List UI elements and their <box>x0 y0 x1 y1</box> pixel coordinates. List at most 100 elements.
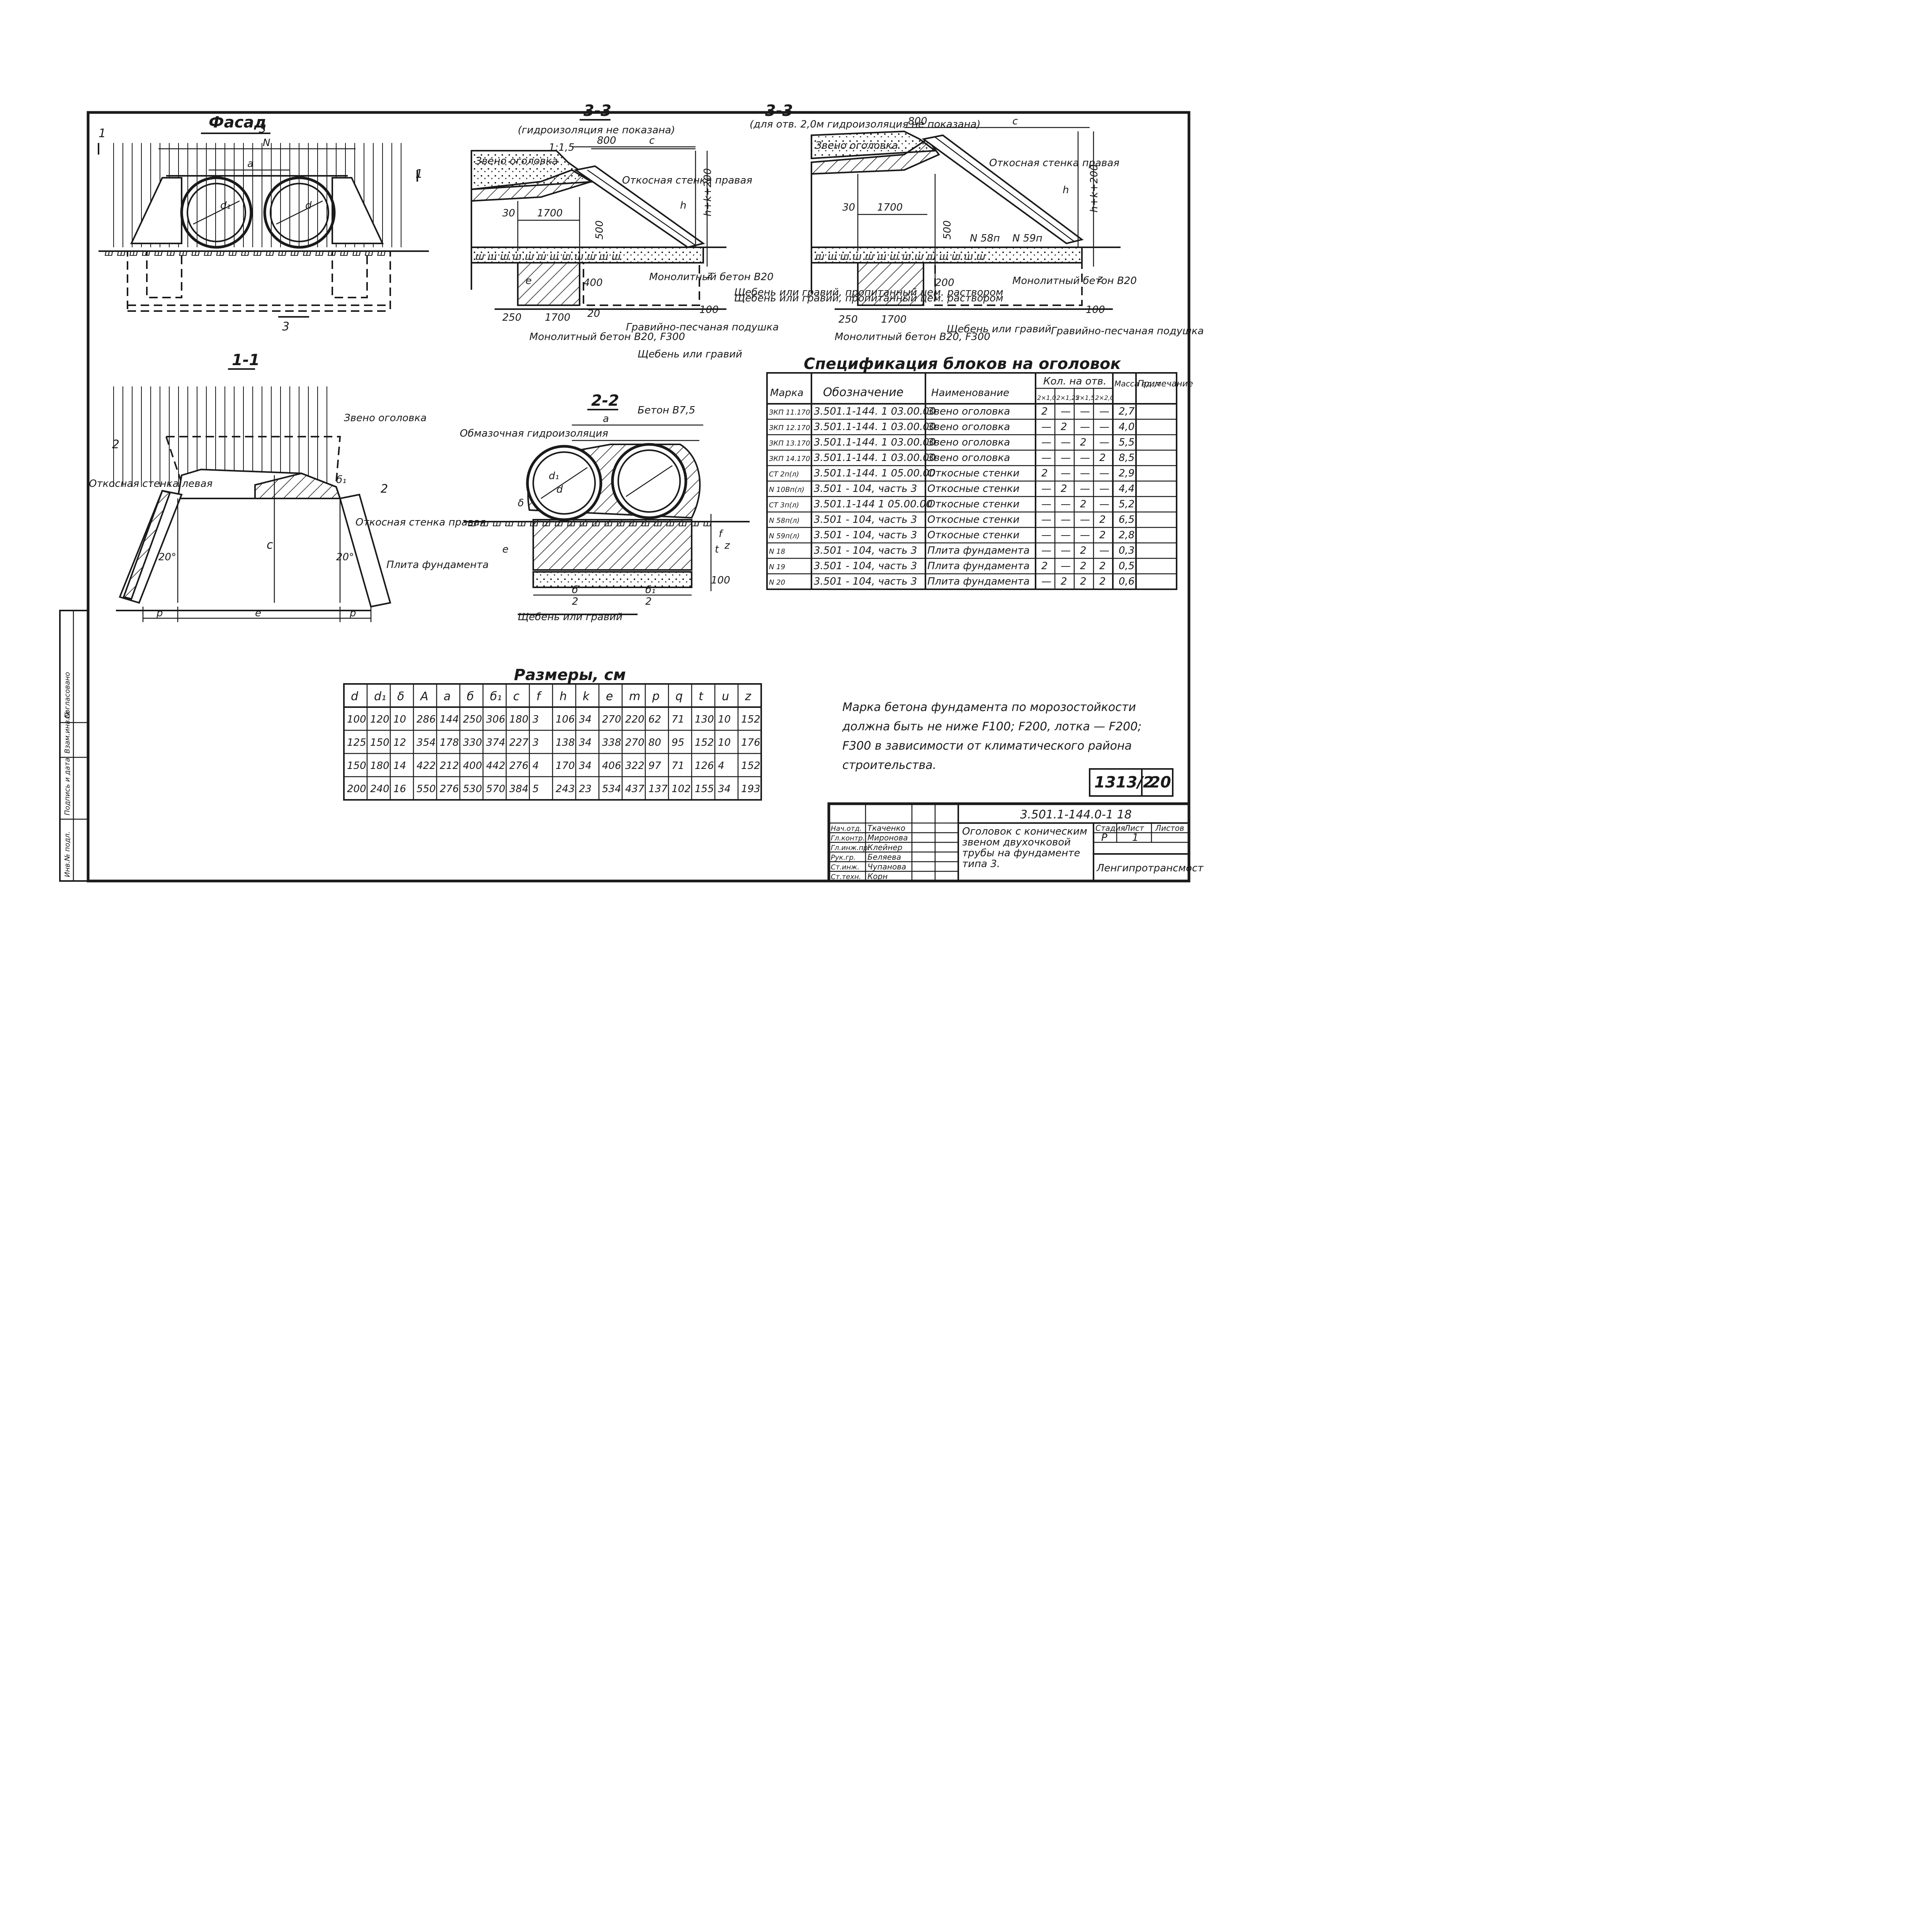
section-33b-label-gravel1: Щебень или гравий, пропитанный цем. раст… <box>734 287 1003 298</box>
dims-cell: 3 <box>532 737 539 748</box>
section-33b-subtitle: (для отв. 2,0м гидроизоляция не показана… <box>750 119 981 130</box>
dims-header-cell: A <box>420 690 429 703</box>
section-11-label-plate: Плита фундамента <box>386 559 489 571</box>
section-33a-dim-250: 250 <box>502 312 522 323</box>
stamp-person-role: Нач.отд. <box>831 825 862 833</box>
spec-cell-mass: 2,9 <box>1119 468 1134 479</box>
spec-cell-name: Откосные стенки <box>927 529 1019 541</box>
spec-cell-mass: 2,7 <box>1119 406 1135 417</box>
dims-cell: 286 <box>417 714 436 725</box>
stamp-title-line: типа 3. <box>962 858 1000 870</box>
spec-cell-qty: 2 <box>1099 560 1106 572</box>
dims-cell: 16 <box>393 783 406 795</box>
section-11-label-wall-left: Откосная стенка левая <box>89 478 213 490</box>
dims-cell: 4 <box>718 760 724 772</box>
spec-cell-mark: N 58п(л) <box>769 517 799 525</box>
spec-cell-qty: 2 <box>1099 529 1106 541</box>
dims-cell: 97 <box>648 760 662 772</box>
spec-cell-name: Звено оголовка <box>927 437 1010 448</box>
stamp-sheets-hdr: Листов <box>1155 823 1184 833</box>
spec-cell-name: Плита фундамента <box>927 576 1030 587</box>
spec-cell-qty: — <box>1061 514 1071 526</box>
dims-header-cell: k <box>583 690 590 703</box>
spec-cell-designation: 3.501.1-144 1 05.00.00 <box>814 498 932 510</box>
spec-cell-qty: 2 <box>1099 576 1106 587</box>
spec-row: СТ 2п(л)3.501.1-144. 1 05.00.00Откосные … <box>769 468 1134 479</box>
spec-cell-mark: СТ 3п(л) <box>769 501 799 509</box>
dims-cell: 227 <box>509 737 529 748</box>
spec-cell-qty: 2 <box>1061 421 1067 433</box>
section-33a-monolith <box>517 262 580 306</box>
section-33b-monolith <box>857 262 924 306</box>
spec-cell-designation: 3.501 - 104, часть 3 <box>814 560 917 572</box>
dims-cell: 152 <box>741 714 760 725</box>
dims-cell: 240 <box>370 783 389 795</box>
section-33b-view: 3-3 (для отв. 2,0м гидроизоляция не пока… <box>734 102 1204 343</box>
stamp-person-name: Чупанова <box>867 862 906 871</box>
dims-cell: 126 <box>695 760 714 772</box>
stamp-person-name: Корн <box>867 872 888 881</box>
spec-cell-mass: 5,5 <box>1119 437 1134 448</box>
spec-header-mass: Масса ед.,т <box>1114 379 1162 388</box>
svg-text:ш ш ш ш ш ш ш ш ш ш ш ш ш ш ш: ш ш ш ш ш ш ш ш ш ш ш ш ш ш ш ш ш ш ш ш … <box>104 247 386 259</box>
stamp-person-row: Гл.инж.пр.Клейнер <box>831 843 902 852</box>
section-33a-dim-1700b: 1700 <box>545 312 570 323</box>
dims-cell: 437 <box>625 783 645 795</box>
dims-cell: 570 <box>486 783 505 795</box>
section-22-dim-t: t <box>715 544 719 555</box>
note-line: строительства. <box>842 759 936 772</box>
spec-cell-qty: — <box>1099 498 1109 510</box>
section-33a-dim-h: h <box>680 200 686 211</box>
spec-cell-qty: — <box>1080 529 1090 541</box>
section-33a-subtitle: (гидроизоляция не показана) <box>518 124 675 136</box>
dims-cell: 14 <box>393 760 406 772</box>
section-33a-dim-500: 500 <box>594 220 605 240</box>
dims-cell: 150 <box>347 760 366 772</box>
facade-view: Фасад 1 1 3 3 N a d₁ d ш ш ш ш ш ш ш ш ш… <box>98 114 429 333</box>
spec-cell-qty: 2 <box>1099 452 1106 464</box>
section-22-dim-delta: δ <box>518 497 524 509</box>
section-11-dim-e: e <box>255 607 261 619</box>
spec-cell-qty: 2 <box>1080 545 1087 556</box>
stamp-sheet: 1 <box>1132 832 1139 844</box>
dims-cell: 23 <box>579 783 592 795</box>
spec-cell-mark: СТ 2п(л) <box>769 470 799 478</box>
dims-cell: 200 <box>347 783 366 795</box>
dims-header-cell: d₁ <box>374 690 386 703</box>
section-11-title: 1-1 <box>232 351 260 369</box>
spec-cell-mark: N 10Вп(л) <box>769 486 804 494</box>
dims-cell: 144 <box>440 714 459 725</box>
dims-header-cell: f <box>536 690 542 703</box>
spec-cell-mass: 4,0 <box>1119 421 1134 433</box>
dims-cell: 354 <box>417 737 436 748</box>
section-22-dim-d1: d₁ <box>549 470 559 482</box>
section-22-dim-100: 100 <box>711 575 730 586</box>
section-11-dim-p-right: p <box>349 607 356 619</box>
section-22-dim-f: f <box>719 528 724 540</box>
dims-cell: 550 <box>417 783 436 795</box>
spec-cell-mark: N 18 <box>769 548 785 556</box>
dims-header-cell: c <box>513 690 520 703</box>
dims-cell: 250 <box>463 714 482 725</box>
dims-cell: 180 <box>370 760 389 772</box>
stamp-title-line: Оголовок с коническим <box>962 826 1087 837</box>
dims-cell: 276 <box>509 760 529 772</box>
spec-cell-qty: — <box>1080 452 1090 464</box>
section-22-dim-two-b: 2 <box>645 596 652 607</box>
spec-cell-designation: 3.501 - 104, часть 3 <box>814 545 917 556</box>
spec-cell-qty: — <box>1061 452 1071 464</box>
spec-cell-qty: 2 <box>1041 560 1048 572</box>
dims-cell: 138 <box>556 737 575 748</box>
facade-pipe-d1: d₁ <box>220 200 231 211</box>
dims-cell: 106 <box>556 714 575 725</box>
dims-header-cell: e <box>606 690 613 703</box>
dims-header-cell: z <box>745 690 752 703</box>
facade-cut-bottom: 3 <box>282 320 289 333</box>
spec-cell-mark: N 59п(л) <box>769 532 799 540</box>
spec-cell-qty: — <box>1041 421 1051 433</box>
dims-cell: 10 <box>718 737 731 748</box>
dims-cell: 270 <box>602 714 621 725</box>
dims-cell: 220 <box>625 714 645 725</box>
